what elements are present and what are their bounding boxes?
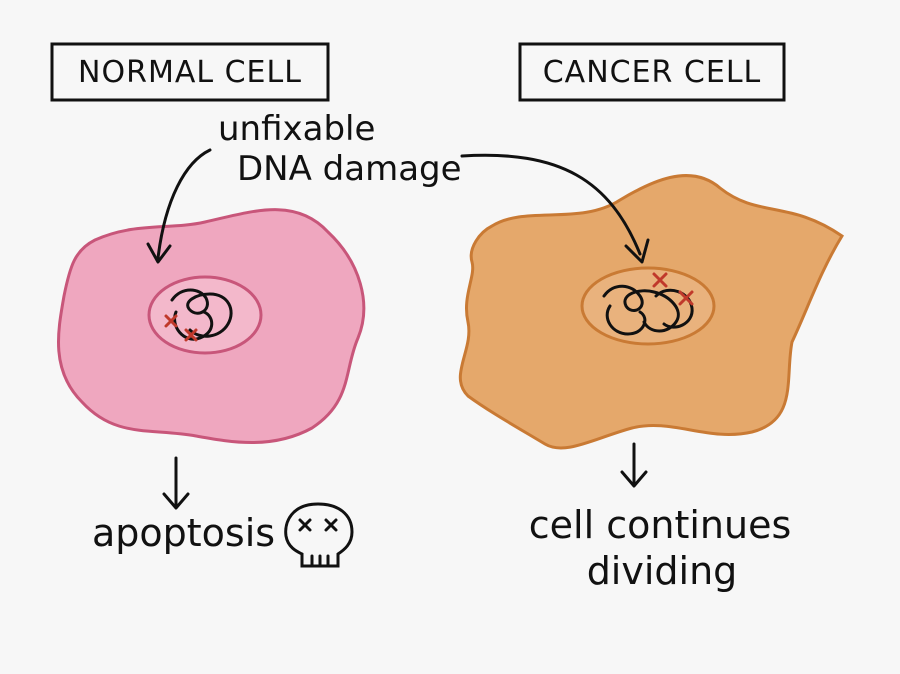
cancer-cell-dna <box>602 284 694 336</box>
cancer-cell <box>458 174 845 450</box>
cancer-cell-title: CANCER CELL <box>543 55 762 90</box>
normal-down-arrow <box>162 456 190 510</box>
cancer-outcome-line1: cell continues <box>529 503 792 547</box>
cancer-cell-header: CANCER CELL <box>518 42 786 102</box>
normal-outcome-label: apoptosis <box>92 511 275 555</box>
cancer-cell-nucleus <box>580 266 716 346</box>
normal-cell-header: NORMAL CELL <box>50 42 330 102</box>
normal-cell-damage-marks <box>164 314 198 342</box>
normal-cell <box>57 208 366 444</box>
damage-note-line2: DNA damage <box>237 149 462 189</box>
skull-icon <box>284 502 354 568</box>
cancer-cell-damage-marks <box>652 272 694 306</box>
normal-cell-title: NORMAL CELL <box>78 55 302 90</box>
cancer-outcome-line2: dividing <box>587 549 738 593</box>
cancer-down-arrow <box>620 442 648 488</box>
arrow-to-cancer-nucleus <box>460 153 642 256</box>
damage-note-line1: unfixable <box>218 109 375 149</box>
arrow-to-normal-nucleus <box>156 148 212 260</box>
